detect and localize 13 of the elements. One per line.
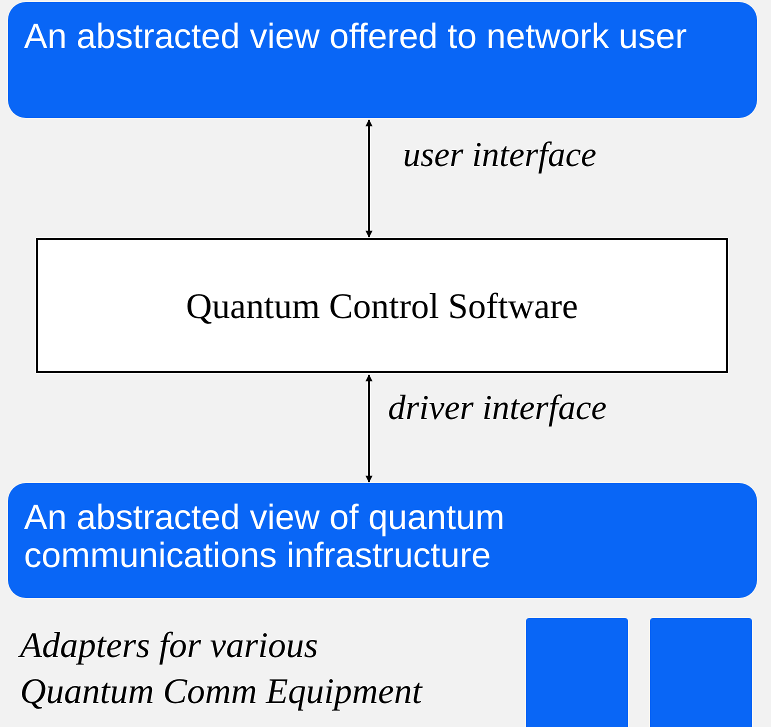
box-text: An abstracted view of quantum communications infrastructure: [24, 499, 506, 575]
box-text: Quantum Control Software: [186, 284, 578, 326]
note-text: Adapters for various Quantum Comm Equipment: [20, 624, 424, 713]
box-text: An abstracted view offered to network user: [24, 18, 688, 56]
block: [526, 618, 628, 727]
edge-label: user interface: [403, 135, 596, 175]
double-arrow: [366, 374, 372, 483]
edge-label: driver interface: [388, 388, 607, 428]
process-box: [36, 238, 728, 373]
view-box: [8, 2, 757, 118]
double-arrow: [366, 119, 372, 238]
block: [650, 618, 752, 727]
view-box: [8, 483, 757, 598]
